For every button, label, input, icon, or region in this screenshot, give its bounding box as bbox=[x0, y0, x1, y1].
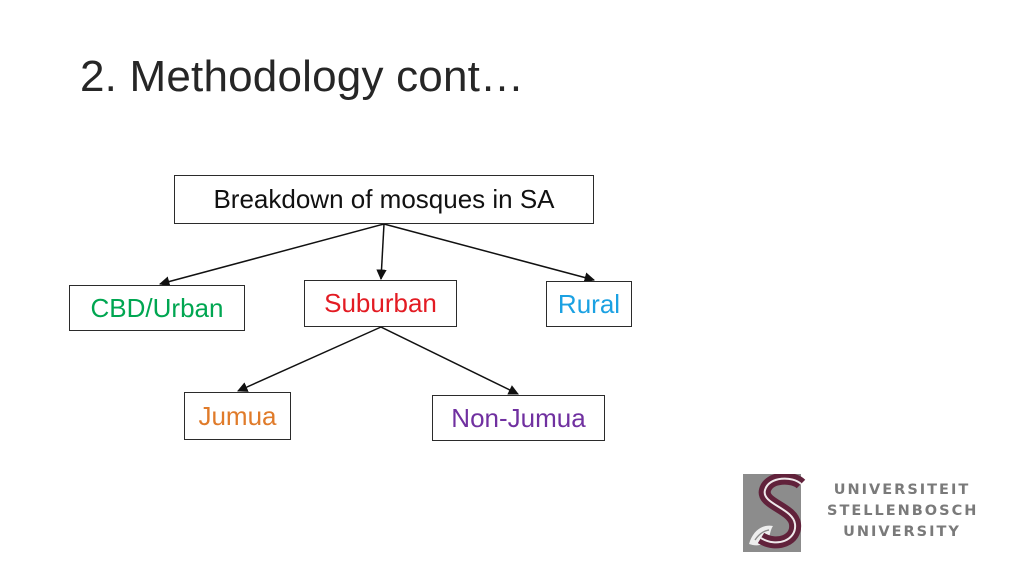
university-name: UNIVERSITEIT STELLENBOSCH UNIVERSITY bbox=[827, 480, 977, 543]
node-suburban: Suburban bbox=[304, 280, 457, 327]
slide-title: 2. Methodology cont… bbox=[80, 52, 525, 101]
logo-line-3: UNIVERSITY bbox=[843, 524, 961, 540]
node-jumua: Jumua bbox=[184, 392, 291, 440]
stellenbosch-s-crest-icon bbox=[743, 474, 806, 552]
node-jumua-label: Jumua bbox=[198, 400, 277, 431]
university-logo: UNIVERSITEIT STELLENBOSCH UNIVERSITY bbox=[743, 474, 978, 552]
node-non-jumua-label: Non-Jumua bbox=[451, 402, 586, 433]
node-non-jumua: Non-Jumua bbox=[432, 395, 605, 441]
node-suburban-label: Suburban bbox=[324, 288, 437, 318]
edge-root-to-urban bbox=[158, 223, 385, 287]
node-urban-label: CBD/Urban bbox=[90, 292, 224, 323]
logo-line-2: STELLENBOSCH bbox=[827, 503, 979, 519]
edge-suburban-to-nonjumua bbox=[380, 326, 519, 395]
node-rural: Rural bbox=[546, 281, 632, 327]
edge-root-to-suburban bbox=[376, 223, 387, 281]
node-cbd-urban: CBD/Urban bbox=[69, 285, 245, 331]
node-rural-label: Rural bbox=[557, 288, 621, 319]
edge-suburban-to-jumua bbox=[237, 326, 382, 392]
node-breakdown-of-mosques: Breakdown of mosques in SA bbox=[174, 175, 594, 224]
edge-root-to-rural bbox=[383, 223, 596, 283]
logo-line-1: UNIVERSITEIT bbox=[833, 482, 971, 498]
node-root-label: Breakdown of mosques in SA bbox=[213, 184, 555, 214]
